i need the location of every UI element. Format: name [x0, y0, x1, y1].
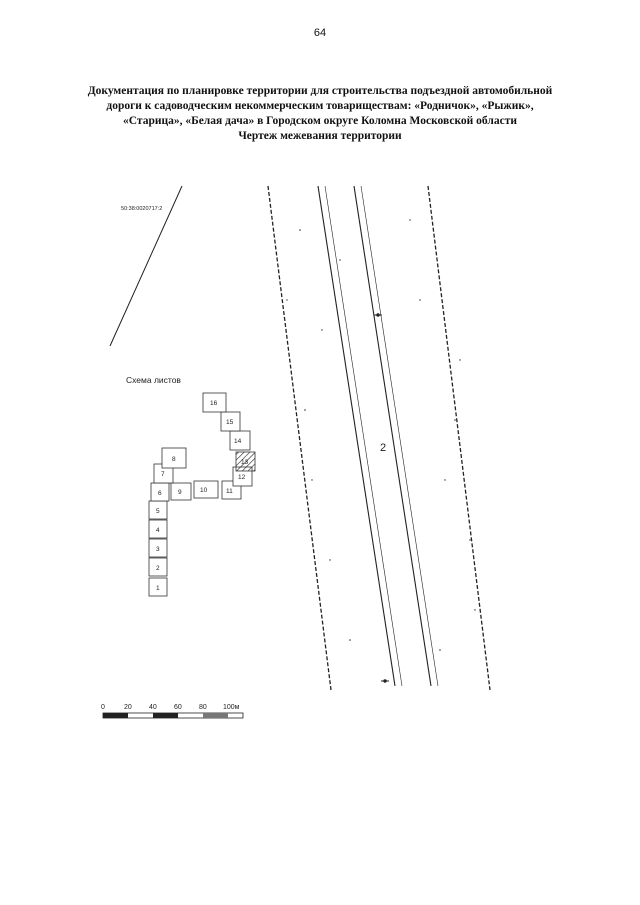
road-edge-line-right-inner [360, 185, 439, 687]
sheet-8[interactable] [161, 447, 187, 469]
sheet-13[interactable] [235, 451, 256, 472]
sheet-label-12: 12 [238, 474, 246, 481]
sheet-label-8: 8 [172, 456, 176, 463]
sheet-3[interactable] [148, 538, 168, 558]
scale-tick-60: 60 [174, 704, 182, 711]
cadastral-boundary-line [109, 185, 183, 347]
title-line-3: «Старица», «Белая дача» в Городском окру… [123, 115, 517, 127]
sheet-label-9: 9 [178, 489, 182, 496]
road-markers [374, 313, 389, 683]
sheet-label-14: 14 [234, 438, 242, 445]
road-number-label: 2 [380, 442, 386, 454]
sheet-1[interactable] [148, 577, 168, 597]
road-edge-line-left-inner [324, 185, 403, 687]
sheet-label-4: 4 [156, 527, 160, 534]
sheet-label-7: 7 [161, 471, 165, 478]
sheet-10[interactable] [193, 480, 219, 499]
scale-tick-80: 80 [199, 704, 207, 711]
sheet-label-5: 5 [156, 508, 160, 515]
corridor-left-boundary [267, 185, 332, 691]
sheet-16[interactable] [202, 392, 227, 413]
corridor-right-boundary [427, 185, 491, 691]
sheet-label-13: 13 [241, 459, 249, 466]
scale-tick-100: 100м [223, 704, 240, 711]
cadastral-number-label: 50:38:0020717:2 [121, 206, 162, 212]
scale-tick-20: 20 [124, 704, 132, 711]
sheet-label-16: 16 [210, 400, 218, 407]
survey-points [286, 219, 476, 651]
page-number: 64 [313, 27, 327, 39]
sheet-scheme-grid [148, 392, 256, 597]
sheet-label-6: 6 [158, 490, 162, 497]
scale-tick-0: 0 [101, 704, 105, 711]
sheet-label-1: 1 [156, 585, 160, 592]
road-edge-line-left [317, 185, 396, 687]
sheet-15[interactable] [220, 411, 241, 432]
road-edge-line-right [353, 185, 432, 687]
sheet-scheme-title: Схема листов [126, 375, 181, 385]
sheet-scheme-labels: 1 2 3 4 5 6 7 8 9 10 11 12 13 14 15 16 [156, 400, 249, 592]
title-line-4: Чертеж межевания территории [238, 130, 402, 142]
document-title: Документация по планировке территории дл… [50, 84, 590, 144]
sheet-label-2: 2 [156, 565, 160, 572]
sheet-2[interactable] [148, 557, 168, 577]
sheet-label-3: 3 [156, 546, 160, 553]
sheet-9[interactable] [170, 482, 192, 501]
title-line-1: Документация по планировке территории дл… [87, 85, 553, 97]
sheet-label-15: 15 [226, 419, 234, 426]
sheet-label-11: 11 [226, 488, 233, 495]
scale-tick-40: 40 [149, 704, 157, 711]
scale-bar: 0 20 40 60 80 100м [101, 704, 244, 719]
sheet-4[interactable] [148, 519, 168, 539]
sheet-label-10: 10 [200, 487, 208, 494]
title-line-2: дороги к садоводческим некоммерческим то… [106, 100, 534, 112]
